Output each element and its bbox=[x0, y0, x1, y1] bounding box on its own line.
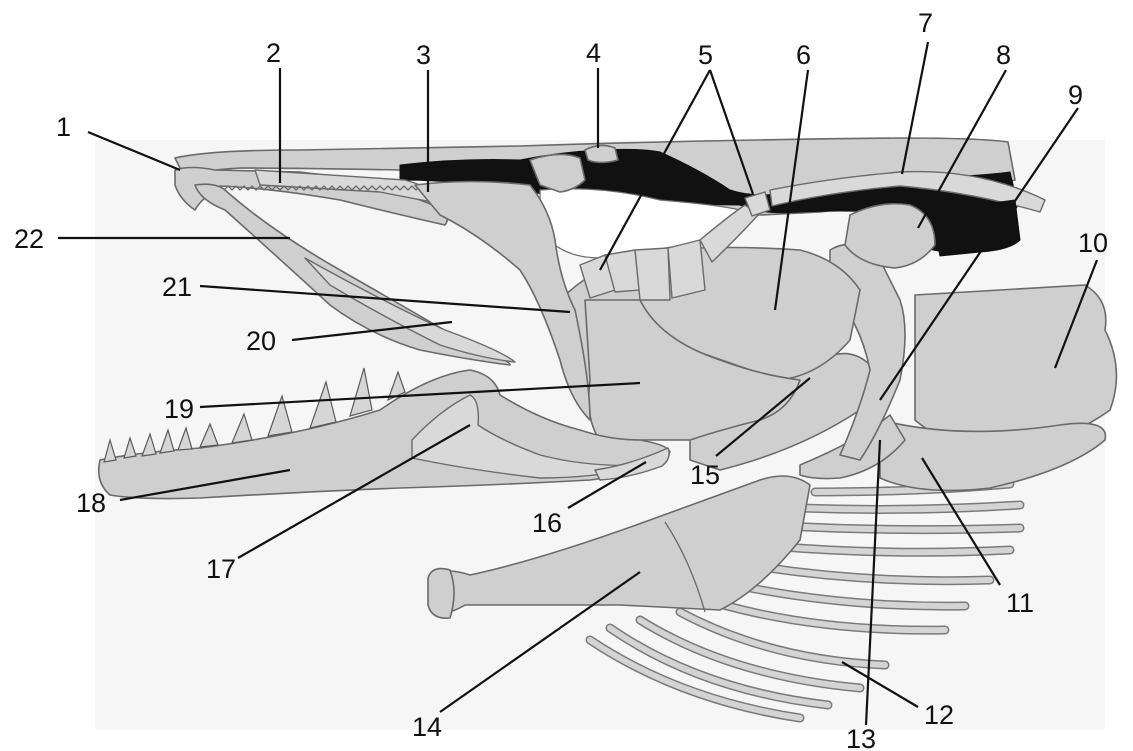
label-14: 14 bbox=[412, 712, 442, 742]
label-8: 8 bbox=[996, 40, 1011, 70]
label-1: 1 bbox=[56, 112, 71, 142]
label-21: 21 bbox=[162, 272, 192, 302]
hypohyal bbox=[428, 569, 454, 619]
label-20: 20 bbox=[246, 326, 276, 356]
label-13: 13 bbox=[846, 724, 876, 751]
label-15: 15 bbox=[690, 460, 720, 490]
label-7: 7 bbox=[918, 8, 933, 38]
label-6: 6 bbox=[796, 40, 811, 70]
posterior-cavity bbox=[935, 200, 1020, 256]
label-19: 19 bbox=[164, 394, 194, 424]
label-10: 10 bbox=[1078, 228, 1108, 258]
label-5: 5 bbox=[698, 40, 713, 70]
label-22: 22 bbox=[14, 224, 44, 254]
label-18: 18 bbox=[76, 488, 106, 518]
label-17: 17 bbox=[206, 554, 236, 584]
label-3: 3 bbox=[416, 40, 431, 70]
label-9: 9 bbox=[1068, 80, 1083, 110]
label-16: 16 bbox=[532, 508, 562, 538]
label-12: 12 bbox=[924, 700, 954, 730]
label-2: 2 bbox=[266, 38, 281, 68]
label-4: 4 bbox=[586, 38, 601, 68]
label-11: 11 bbox=[1006, 588, 1034, 618]
frontal-knob bbox=[585, 145, 618, 162]
